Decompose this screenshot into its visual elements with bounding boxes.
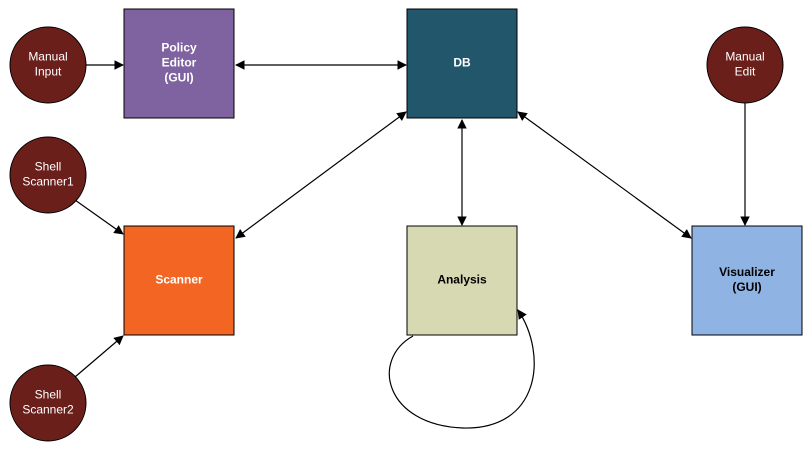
node-visualizer-shape [691,225,803,336]
node-shell-scanner2-label-line-1: Shell [35,388,62,402]
node-shell-scanner2-shape [9,364,87,442]
node-shell-scanner1-label-line-2: Scanner1 [22,175,74,189]
node-manual-edit-shape [706,26,784,104]
edge-db-to-scanner [235,111,407,239]
node-scanner: Scanner [123,225,235,336]
node-manual-input-label-line-2: Input [35,65,62,79]
node-visualizer: Visualizer(GUI) [691,225,803,336]
node-shell-scanner1-label-line-1: Shell [35,160,62,174]
node-policy-editor-shape [123,8,235,119]
node-scanner-shape [123,225,235,336]
node-db-shape [406,8,518,119]
edges-layer [74,60,750,429]
node-policy-editor-label-line-3: (GUI) [164,71,193,85]
node-visualizer-label-line-2: (GUI) [732,280,761,294]
node-manual-edit-label-line-2: Edit [735,65,756,79]
node-policy-editor-label-line-2: Editor [162,56,197,70]
edge-shell-scanner2-to-scanner [74,335,124,378]
node-policy-editor-label-line-1: Policy [161,41,197,55]
edge-shell-scanner1-to-scanner [74,199,124,235]
node-shell-scanner1-shape [9,136,87,214]
node-shell-scanner2-label-line-2: Scanner2 [22,403,74,417]
node-visualizer-label-line-1: Visualizer [719,265,775,279]
node-db: DB [406,8,518,119]
node-analysis-shape [406,225,518,336]
edge-db-to-visualizer [517,111,692,239]
node-manual-edit-label-line-1: Manual [725,50,764,64]
node-manual-input-label-line-1: Manual [28,50,67,64]
node-scanner-label-line-1: Scanner [155,273,203,287]
node-db-label-line-1: DB [453,56,471,70]
node-analysis: Analysis [406,225,518,336]
node-manual-input-shape [9,26,87,104]
edge-analysis-to-analysis [388,309,535,429]
node-analysis-label-line-1: Analysis [437,273,487,287]
